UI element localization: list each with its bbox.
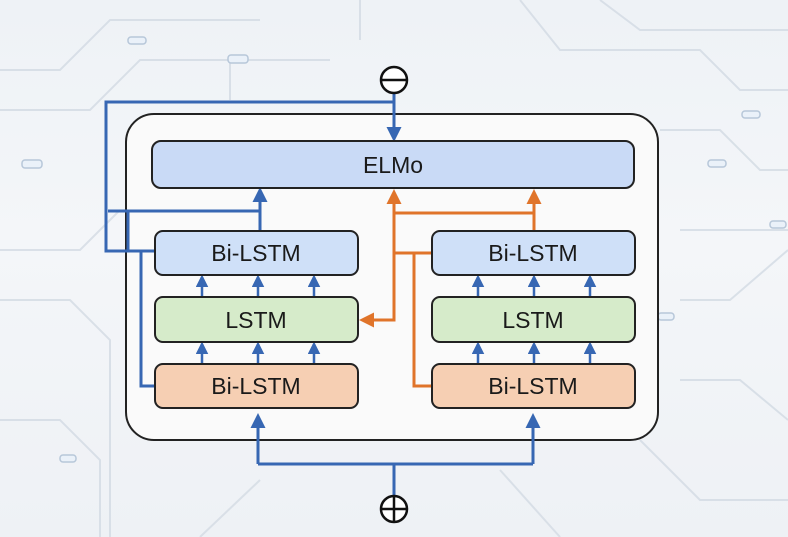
orange-connectors [359, 189, 542, 388]
right-bilstm-lower-label: Bi-LSTM [488, 373, 577, 399]
right-bilstm-lower-box: Bi-LSTM [431, 363, 636, 409]
inter-layer-arrows [195, 274, 597, 364]
elmo-label: ELMo [363, 152, 423, 178]
blue-connectors [104, 94, 541, 500]
right-lstm-label: LSTM [502, 307, 563, 333]
left-lstm-box: LSTM [154, 296, 359, 343]
left-bilstm-upper-label: Bi-LSTM [211, 240, 300, 266]
left-bilstm-upper-box: Bi-LSTM [154, 230, 359, 276]
circled-plus-icon [379, 494, 409, 524]
right-bilstm-upper-label: Bi-LSTM [488, 240, 577, 266]
circled-minus-icon [379, 65, 409, 95]
right-lstm-box: LSTM [431, 296, 636, 343]
left-bilstm-lower-label: Bi-LSTM [211, 373, 300, 399]
elmo-box: ELMo [151, 140, 635, 189]
left-lstm-label: LSTM [225, 307, 286, 333]
left-bilstm-lower-box: Bi-LSTM [154, 363, 359, 409]
right-bilstm-upper-box: Bi-LSTM [431, 230, 636, 276]
